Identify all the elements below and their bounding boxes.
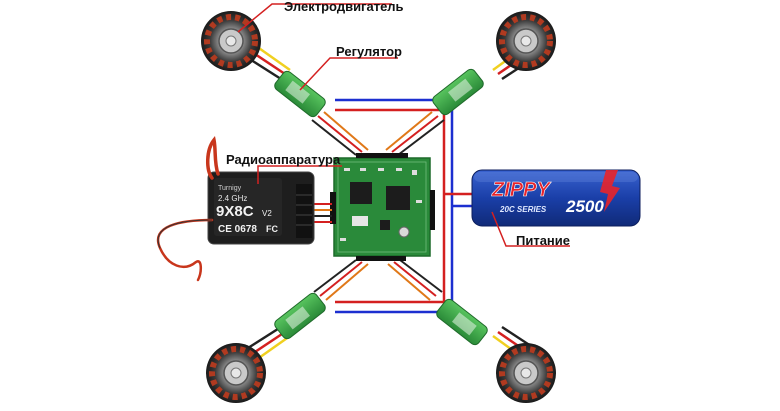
esc-top-right	[432, 68, 484, 116]
receiver-brand: Turnigy	[218, 185, 242, 192]
receiver-ce: CE 0678	[218, 224, 257, 235]
flight-controller-board	[330, 153, 435, 261]
motor-bottom-left	[206, 343, 266, 403]
receiver-icon: Turnigy 2.4 GHz 9X8C V2 CE 0678 FC	[207, 171, 315, 245]
motor-icon	[499, 346, 553, 400]
battery-capacity: 2500	[565, 197, 604, 216]
receiver-freq: 2.4 GHz	[218, 194, 247, 203]
label-esc: Регулятор	[336, 44, 402, 59]
motor-icon	[209, 346, 263, 400]
power-wires	[335, 98, 472, 314]
receiver-model: 9X8C	[216, 203, 254, 220]
battery-brand: ZIPPY	[491, 179, 551, 201]
motor-icon	[204, 14, 258, 68]
antennas	[156, 135, 220, 282]
label-motor: Электродвигатель	[284, 0, 404, 14]
signal-wires	[311, 111, 445, 301]
battery-series: 20C SERIES	[499, 205, 547, 214]
antenna-up	[206, 135, 220, 180]
receiver-fcc: FC	[266, 224, 278, 234]
receiver-model-suffix: V2	[262, 209, 272, 218]
label-power: Питание	[516, 233, 571, 248]
callouts	[237, 3, 570, 247]
callout-esc	[299, 57, 398, 91]
motor-icon	[499, 14, 553, 68]
battery-icon: ZIPPY 2500 20C SERIES	[471, 169, 641, 227]
callout-receiver	[257, 165, 342, 184]
esc-bottom-right	[436, 298, 488, 346]
motor-top-right	[496, 11, 556, 71]
motor-bottom-right	[496, 343, 556, 403]
esc-top-left	[274, 70, 326, 118]
receiver-cables	[314, 203, 332, 223]
antenna-loop	[156, 218, 214, 282]
callout-power	[491, 211, 570, 247]
callout-motor	[237, 3, 392, 33]
label-receiver: Радиоаппаратура	[226, 152, 341, 167]
esc-bottom-left	[274, 292, 326, 340]
